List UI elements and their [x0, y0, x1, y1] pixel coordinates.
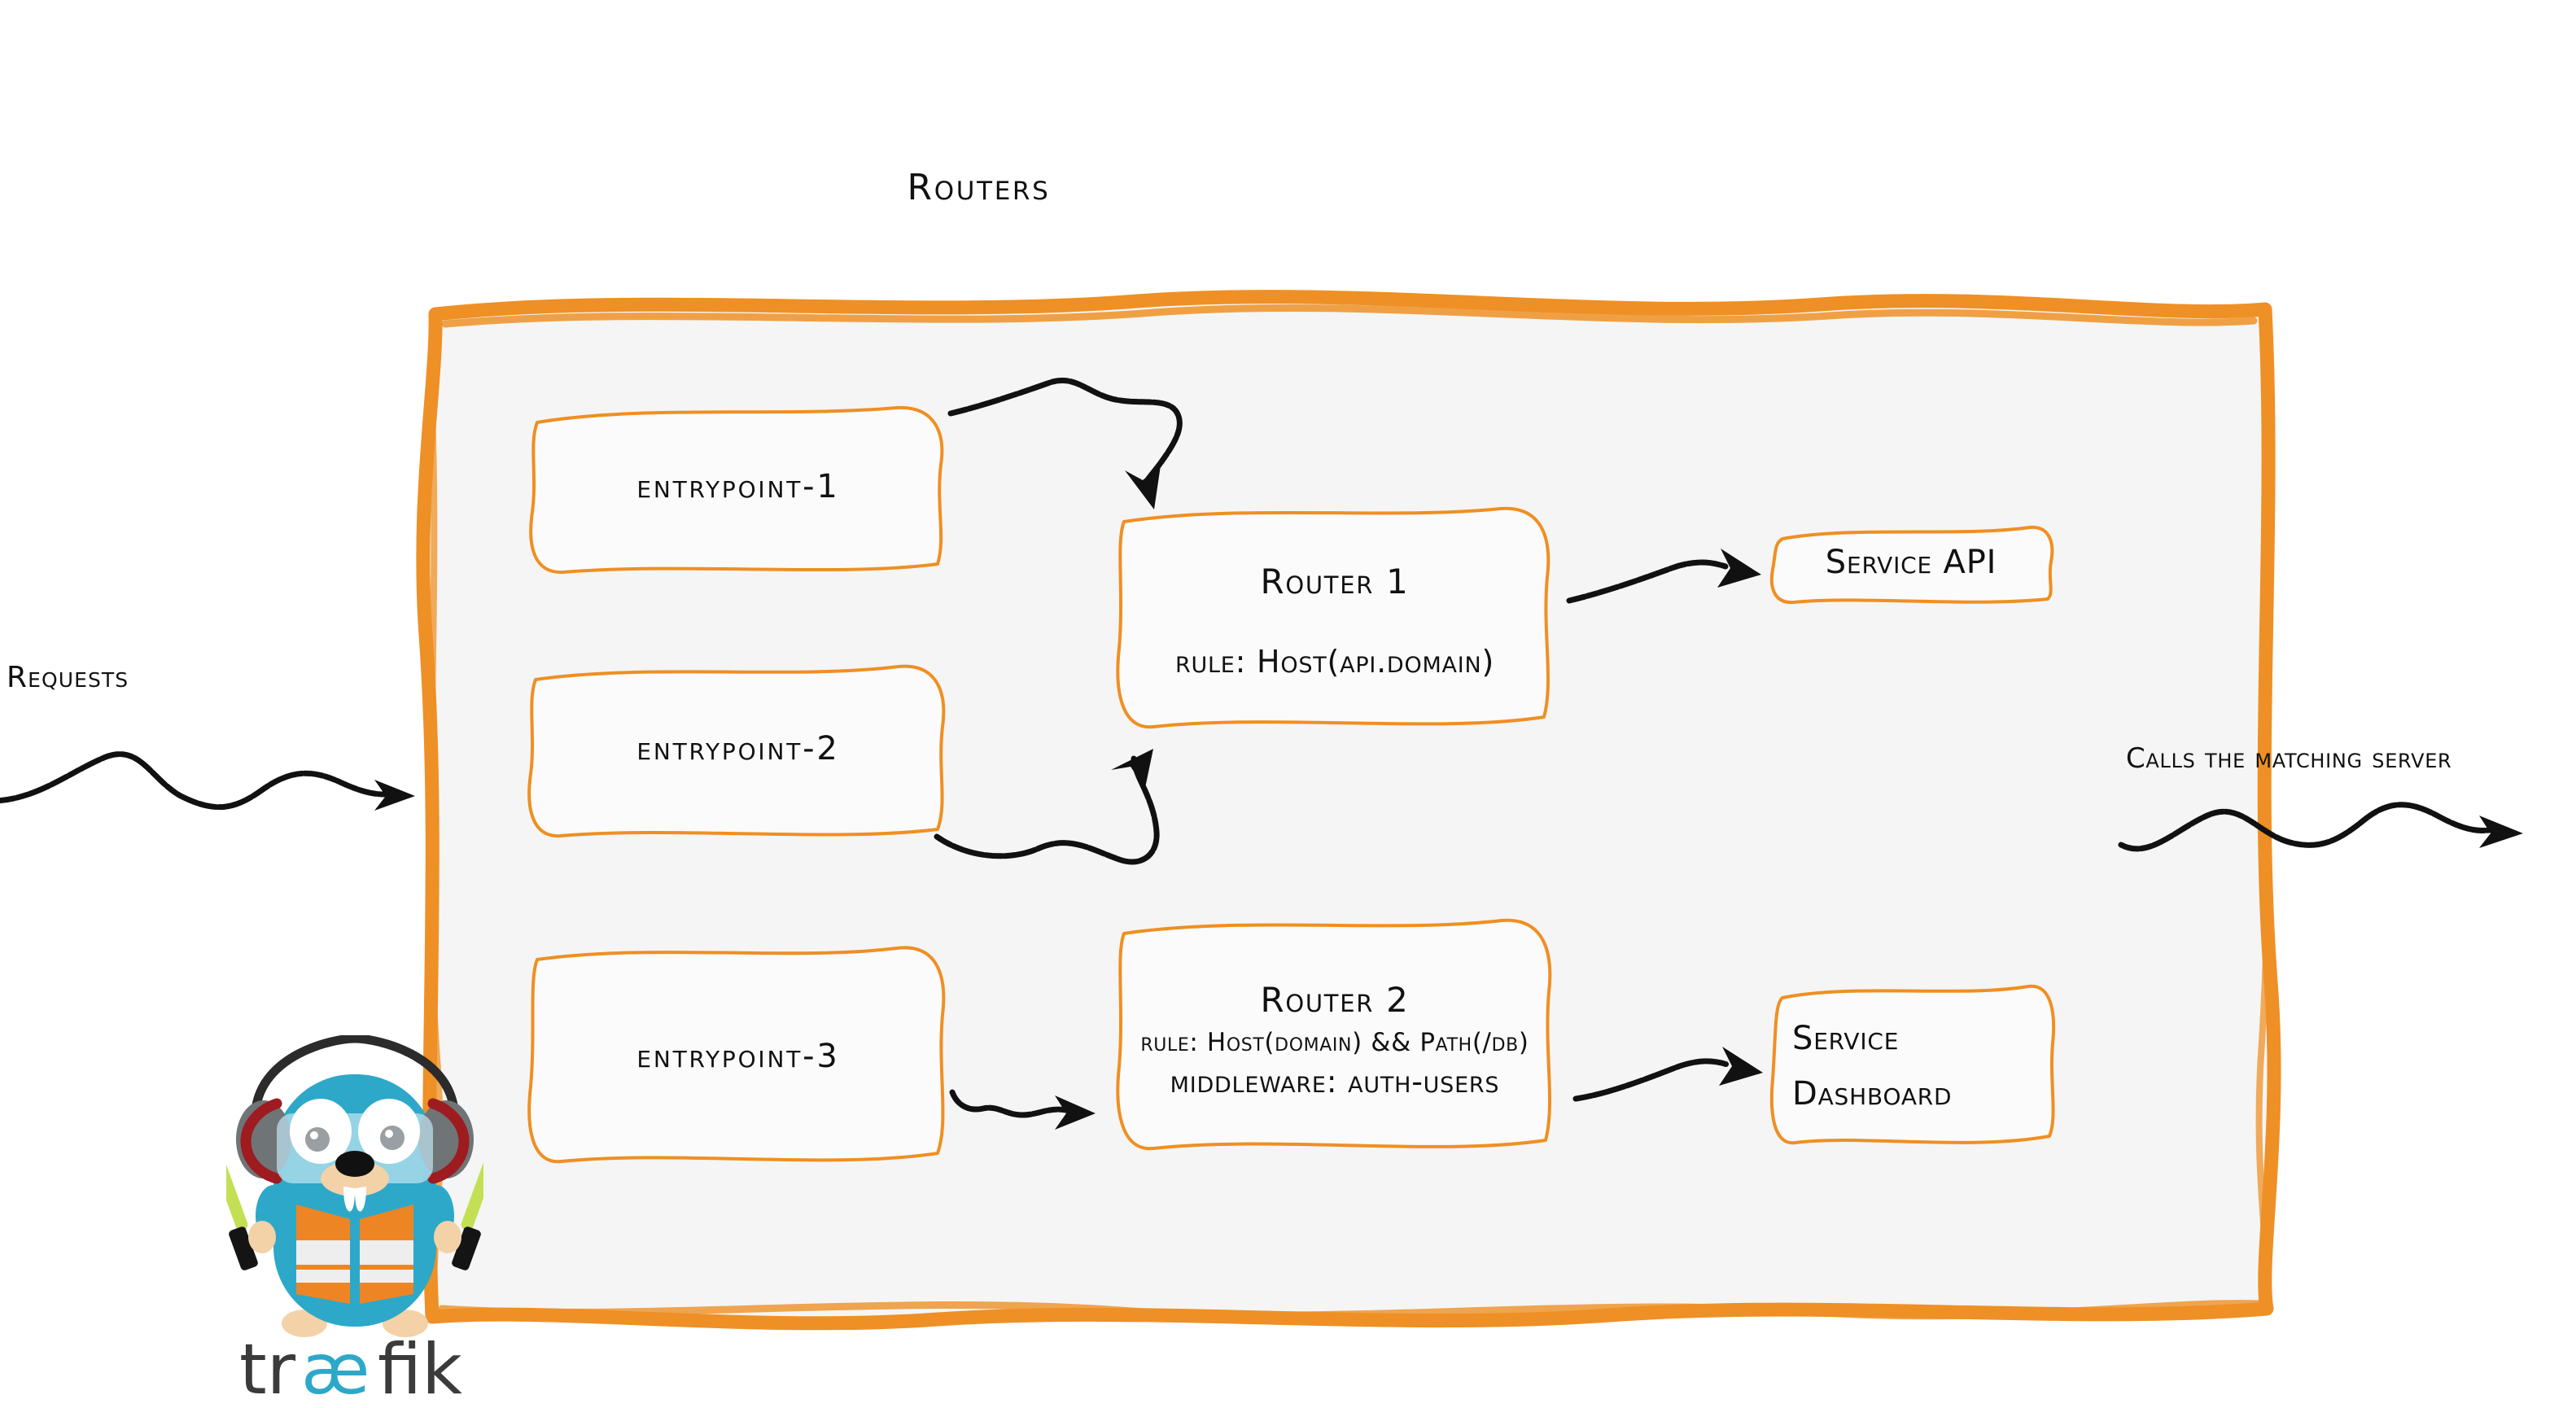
requests-inbound-arrow: [0, 732, 423, 830]
entrypoint-3-box[interactable]: entrypoint-3: [514, 932, 962, 1180]
entrypoint2-to-router1-arrow: [932, 716, 1176, 879]
traefik-wordmark: tr æ fik: [239, 1329, 462, 1408]
traefik-logo: tr æ fik: [226, 1035, 483, 1408]
entrypoint-2-box[interactable]: entrypoint-2: [514, 647, 962, 850]
entrypoint-1-label: entrypoint-1: [636, 467, 840, 505]
router2-to-service-dashboard-arrow: [1571, 1025, 1782, 1123]
requests-label: Requests: [7, 661, 129, 694]
service-api-label: Service API: [1825, 544, 1997, 581]
entrypoint3-to-router2-arrow: [944, 1050, 1131, 1156]
service-dashboard-label-line2: Dashboard: [1792, 1075, 1953, 1113]
router1-to-service-api-arrow: [1563, 529, 1782, 635]
service-dashboard-box[interactable]: Service Dashboard: [1765, 977, 2058, 1156]
wordmark-part1: tr: [239, 1329, 296, 1408]
router-2-middleware: middleware: auth-users: [1170, 1064, 1500, 1100]
router-2-title: Router 2: [1260, 980, 1410, 1020]
wordmark-part3: fik: [378, 1329, 462, 1408]
entrypoint1-to-router1-arrow: [944, 366, 1196, 521]
router-1-rule: rule: Host(api.domain): [1174, 644, 1495, 680]
page-title: Routers: [0, 167, 2576, 208]
safety-vest: [296, 1205, 413, 1304]
calls-matching-server-label: Calls the matching server: [2126, 742, 2452, 775]
wordmark-part2: æ: [301, 1329, 370, 1408]
router-1-title: Router 1: [1260, 562, 1410, 601]
entrypoint-1-box[interactable]: entrypoint-1: [514, 387, 962, 586]
nose-icon: [335, 1151, 374, 1177]
router-2-rule: rule: Host(domain) && Path(/db): [1140, 1028, 1529, 1057]
headphone-band-icon: [251, 1035, 459, 1115]
entrypoint-3-label: entrypoint-3: [636, 1037, 840, 1075]
service-dashboard-label-line1: Service: [1792, 1020, 1900, 1057]
router-1-box[interactable]: Router 1 rule: Host(api.domain): [1103, 492, 1567, 749]
entrypoint-2-label: entrypoint-2: [636, 730, 840, 767]
router-2-box[interactable]: Router 2 rule: Host(domain) && Path(/db)…: [1103, 907, 1567, 1172]
calls-outbound-arrow: [2116, 781, 2572, 879]
wand-right-icon: [452, 1159, 483, 1270]
wand-left-icon: [226, 1159, 258, 1270]
routers-title-text: Routers: [907, 167, 1051, 208]
service-api-box[interactable]: Service API: [1765, 518, 2058, 607]
